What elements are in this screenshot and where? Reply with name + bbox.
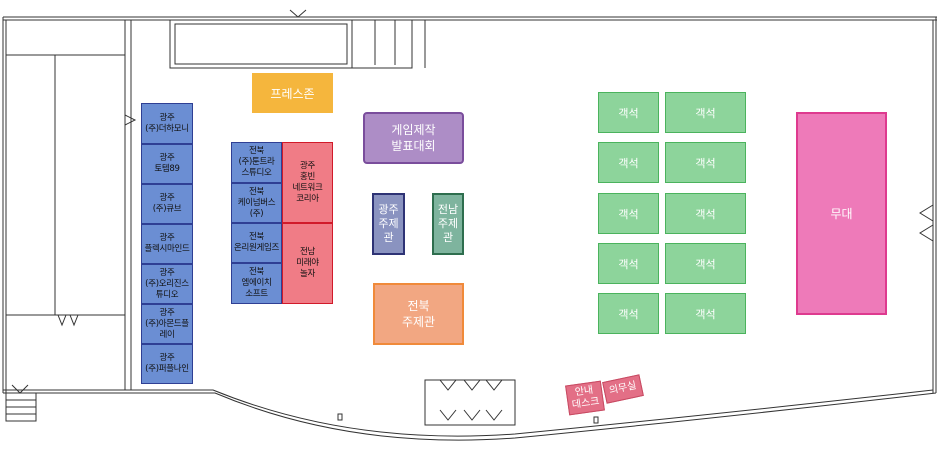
- booth-jeonbuk-onlyone-games[interactable]: 전북 온리원게임즈: [231, 223, 282, 263]
- top-door: [289, 9, 307, 18]
- booth-gwangju-hongbin-network[interactable]: 광주 홍빈 네트워크 코리아: [282, 142, 333, 223]
- booth-jeonbuk-tundra-studio[interactable]: 전북 (주)툰트라 스튜디오: [231, 142, 282, 183]
- column: [593, 416, 599, 424]
- booth-jeonnam-miraeya-nolja[interactable]: 전남 미래야 놀자: [282, 223, 333, 304]
- booth-gwangju-theharmony[interactable]: 광주 (주)더하모니: [141, 103, 193, 144]
- restroom: [351, 19, 413, 69]
- stage[interactable]: 무대: [796, 112, 887, 315]
- booth-gwangju-purple-nine[interactable]: 광주 (주)퍼플나인: [141, 344, 193, 384]
- top-room-inner: [174, 23, 348, 65]
- entrance-doors-outer: [439, 409, 503, 421]
- game-dev-presentation[interactable]: 게임제작 발표대회: [363, 112, 464, 164]
- south-wall-inner: [3, 389, 934, 437]
- seat-block[interactable]: 객석: [598, 293, 659, 334]
- seat-block[interactable]: 객석: [598, 243, 659, 284]
- seat-block[interactable]: 객석: [665, 142, 746, 183]
- jeonnam-theme-pavilion[interactable]: 전남 주제관: [432, 193, 464, 255]
- entrance-vestibule: [424, 379, 516, 426]
- seat-block[interactable]: 객석: [598, 92, 659, 133]
- south-wall: [3, 392, 937, 441]
- corridor-door: [57, 314, 79, 327]
- top-room: [169, 19, 353, 69]
- left-exit-door: [11, 384, 29, 394]
- booth-gwangju-almond-play[interactable]: 광주 (주)아몬드플레이: [141, 304, 193, 344]
- seat-block[interactable]: 객석: [598, 142, 659, 183]
- east-door: [919, 204, 934, 242]
- booth-gwangju-cube[interactable]: 광주 (주)큐브: [141, 184, 193, 224]
- seat-block[interactable]: 객석: [665, 92, 746, 133]
- seat-block[interactable]: 객석: [665, 243, 746, 284]
- booth-jeonbuk-kaynumbers[interactable]: 전북 케이넘버스(주): [231, 183, 282, 223]
- jeonbuk-theme-pavilion[interactable]: 전북 주제관: [373, 283, 464, 345]
- column: [337, 413, 343, 421]
- info-desk[interactable]: 안내 데스크: [565, 380, 605, 416]
- press-zone[interactable]: 프레스존: [252, 73, 333, 113]
- booth-gwangju-totem89[interactable]: 광주 토템89: [141, 144, 193, 184]
- seat-block[interactable]: 객석: [665, 293, 746, 334]
- seat-block[interactable]: 객석: [665, 193, 746, 234]
- seat-block[interactable]: 객석: [598, 193, 659, 234]
- entrance-doors: [439, 379, 503, 391]
- booth-jeonbuk-mh-soft[interactable]: 전북 엠에이치 소프트: [231, 263, 282, 304]
- corridor-side-door: [124, 114, 137, 126]
- booth-gwangju-origin-studio[interactable]: 광주 (주)오리진스튜디오: [141, 264, 193, 304]
- booth-gwangju-plexymind[interactable]: 광주 플렉시마인드: [141, 224, 193, 264]
- gwangju-theme-pavilion[interactable]: 광주 주제관: [372, 193, 405, 255]
